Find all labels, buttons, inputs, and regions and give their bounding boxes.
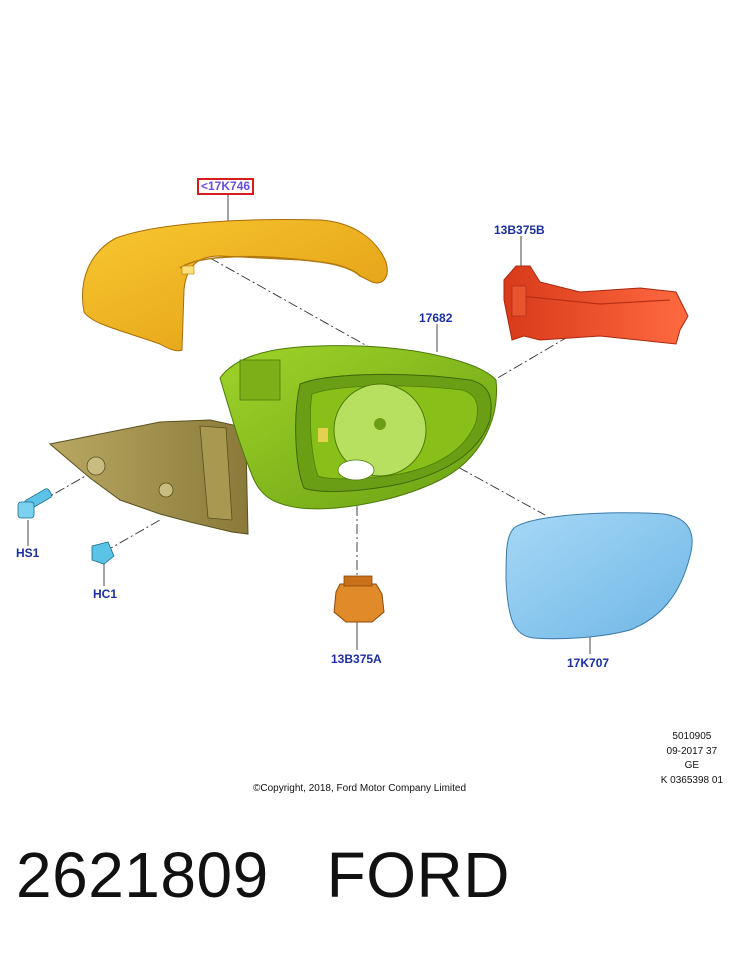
mirror-base-part [48, 419, 249, 535]
meta-line-2: 09-2017 37 [666, 745, 718, 757]
callout-repeater[interactable]: 13B375B [494, 223, 545, 237]
callout-clip[interactable]: HC1 [93, 587, 118, 601]
part-caption: 2621809 FORD [16, 838, 510, 912]
mirror-cap-part [82, 219, 388, 352]
meta-line-4: K 0365398 01 [660, 774, 723, 786]
callout-screw[interactable]: HS1 [16, 546, 40, 560]
callout-glass[interactable]: 17K707 [567, 656, 610, 670]
drawing-meta: 5010905 09-2017 37 GE K 0365398 01 [661, 730, 723, 788]
bulb-socket-part [333, 575, 385, 623]
screw-part [17, 488, 52, 519]
meta-line-3: GE [684, 760, 700, 771]
meta-line-1: 5010905 [672, 731, 712, 742]
brand-name: FORD [326, 839, 510, 911]
clip-part [91, 541, 115, 565]
mirror-housing-part [219, 345, 498, 510]
mirror-glass-part [505, 512, 693, 640]
callout-housing[interactable]: 17682 [419, 311, 453, 325]
turn-signal-repeater-part [503, 265, 689, 345]
copyright-text: ©Copyright, 2018, Ford Motor Company Lim… [253, 783, 467, 794]
callout-bulb[interactable]: 13B375A [331, 652, 382, 666]
callout-cap[interactable]: <17K746 [197, 178, 255, 195]
part-number: 2621809 [16, 839, 269, 911]
